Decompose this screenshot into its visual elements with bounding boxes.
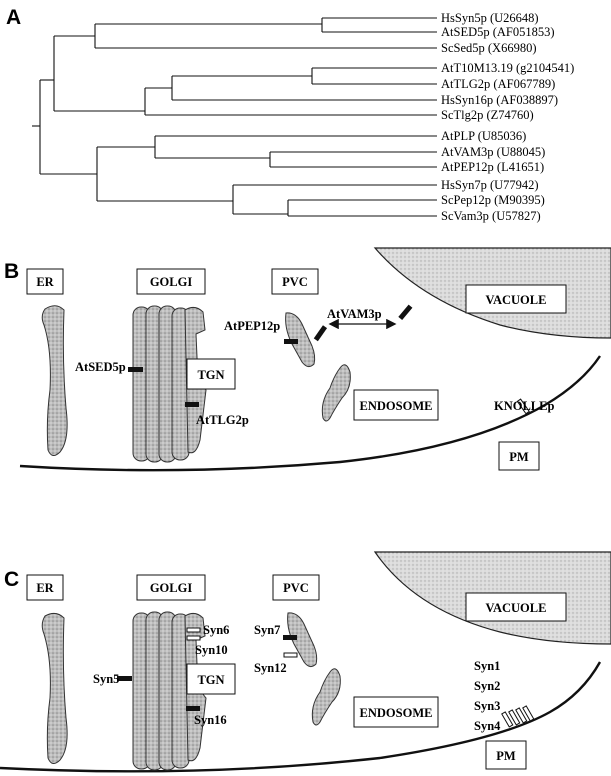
- er-label: ER: [36, 275, 54, 289]
- syn7-label: Syn7: [254, 623, 280, 637]
- endosome-shape: [312, 669, 340, 725]
- panel-c-letter: C: [4, 568, 19, 591]
- syn16-label: Syn16: [194, 713, 227, 727]
- syn3-label: Syn3: [474, 699, 500, 713]
- syn4-label: Syn4: [474, 719, 501, 733]
- sed5-marker: [128, 367, 143, 372]
- taxon-label: AtSED5p (AF051853): [441, 25, 555, 39]
- syn12-marker: [284, 653, 297, 657]
- taxon-label: AtT10M13.19 (g2104541): [441, 61, 574, 75]
- taxon-label: HsSyn7p (U77942): [441, 178, 539, 192]
- taxon-label: AtPEP12p (L41651): [441, 160, 544, 174]
- taxon-label: ScVam3p (U57827): [441, 209, 541, 223]
- taxon-label: AtPLP (U85036): [441, 129, 526, 143]
- syn10-label: Syn10: [195, 643, 228, 657]
- er-label: ER: [36, 581, 54, 595]
- taxon-label: HsSyn5p (U26648): [441, 11, 539, 25]
- golgi-label: GOLGI: [150, 581, 193, 595]
- vacuole-label: VACUOLE: [486, 601, 547, 615]
- syn6-marker: [187, 628, 200, 632]
- endosome-label: ENDOSOME: [360, 399, 433, 413]
- phylogenetic-tree: [32, 18, 437, 216]
- pm-syntaxin-markers: [502, 706, 534, 727]
- knolle-label: KNOLLEp: [494, 399, 554, 413]
- er-shape: [42, 613, 67, 763]
- syn1-label: Syn1: [474, 659, 500, 673]
- syn12-label: Syn12: [254, 661, 287, 675]
- pm-label: PM: [496, 749, 516, 763]
- taxon-label: ScSed5p (X66980): [441, 41, 536, 55]
- pvc-label: PVC: [282, 275, 308, 289]
- panel-c: C ER GOLGI PVC VACUOLE TGN ENDOSOME: [0, 552, 611, 771]
- syn6-label: Syn6: [203, 623, 229, 637]
- taxon-label: ScPep12p (M90395): [441, 193, 545, 207]
- sed5-label: AtSED5p: [75, 360, 126, 374]
- taxon-label: AtVAM3p (U88045): [441, 145, 545, 159]
- tgn-label: TGN: [197, 673, 224, 687]
- pep12-marker: [284, 339, 298, 344]
- endosome-shape: [322, 365, 350, 421]
- er-shape: [42, 306, 67, 456]
- vam3-label: AtVAM3p: [327, 307, 382, 321]
- syn5-label: Syn5: [93, 672, 119, 686]
- syn10-marker: [187, 636, 200, 640]
- vacuole-label: VACUOLE: [486, 293, 547, 307]
- syn2-label: Syn2: [474, 679, 500, 693]
- pm-label: PM: [509, 450, 529, 464]
- taxon-labels: HsSyn5p (U26648) AtSED5p (AF051853) ScSe…: [441, 11, 574, 223]
- pvc-label: PVC: [283, 581, 309, 595]
- tlg2-marker: [185, 402, 199, 407]
- endosome-label: ENDOSOME: [360, 706, 433, 720]
- panel-b-letter: B: [4, 260, 19, 283]
- panel-a-letter: A: [6, 6, 21, 29]
- vam3-pvc-marker: [314, 325, 327, 341]
- taxon-label: ScTlg2p (Z74760): [441, 108, 534, 122]
- syn7-marker: [283, 635, 297, 640]
- vam3-vacuole-marker: [398, 305, 412, 320]
- taxon-label: HsSyn16p (AF038897): [441, 93, 558, 107]
- taxon-label: AtTLG2p (AF067789): [441, 77, 555, 91]
- panel-b: B ER GOLGI PVC VACUOLE TGN ENDOSOME: [4, 248, 611, 470]
- tlg2-label: AtTLG2p: [196, 413, 249, 427]
- panel-a: A: [6, 6, 574, 223]
- golgi-label: GOLGI: [150, 275, 193, 289]
- tgn-label: TGN: [197, 368, 224, 382]
- pep12-label: AtPEP12p: [224, 319, 280, 333]
- syn16-marker: [186, 706, 200, 711]
